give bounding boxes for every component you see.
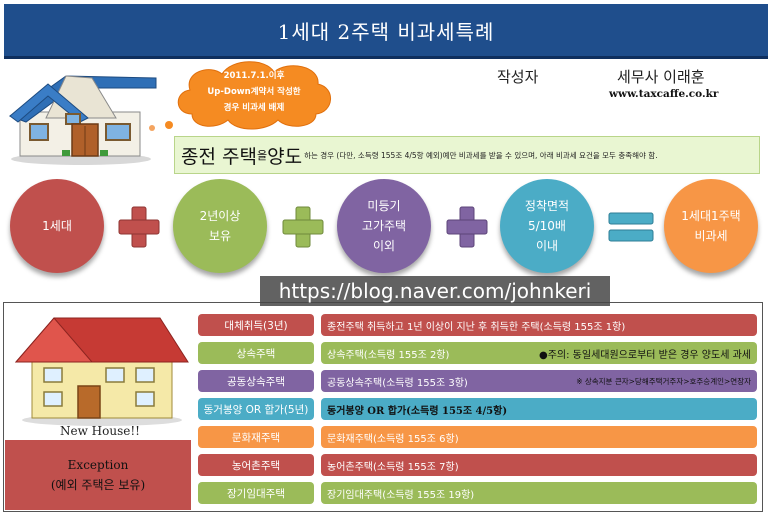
row-description: 종전주택 취득하고 1년 이상이 지난 후 취득한 주택(소득령 155조 1항… — [321, 314, 757, 336]
cloud-line-1: 2011.7.1.이후 — [223, 71, 285, 81]
exception-title: Exception — [67, 457, 129, 472]
row-description: 문화재주택(소득령 155조 6항) — [321, 426, 757, 448]
row-description-text: 농어촌주택(소득령 155조 7항) — [327, 461, 459, 473]
watermark-url: https://blog.naver.com/johnkeri — [260, 276, 610, 306]
row-description-text: 동거봉양 OR 합가(소득령 155조 4/5항) — [327, 405, 508, 417]
lead-big-1: 종전 주택 — [181, 145, 257, 168]
lead-big-2: 양도 — [267, 145, 303, 168]
cloud-note: 2011.7.1.이후 Up-Down계약서 작성한 경우 비과세 배제 — [178, 68, 330, 116]
cloud-line-2: Up-Down계약서 작성한 — [207, 87, 301, 97]
author-name: 세무사 이래훈 — [617, 68, 705, 86]
lead-mid-1: 을 — [256, 149, 268, 162]
row-description: 공동상속주택(소득령 155조 3항) ※ 상속지분 큰자>당해주택거주자>호주승… — [321, 370, 757, 392]
row-description: 장기임대주택(소득령 155조 19항) — [321, 482, 757, 504]
exception-box: Exception (예외 주택은 보유) — [5, 440, 191, 510]
lead-small: 하는 경우 (다만, 소득령 155조 4/5항 예외)예만 비과세를 받을 수… — [304, 150, 658, 160]
author-label: 작성자 — [497, 68, 539, 86]
row-category: 문화재주택 — [198, 426, 314, 448]
row-description: 동거봉양 OR 합가(소득령 155조 4/5항) — [321, 398, 757, 420]
row-description-text: 상속주택(소득령 155조 2항) — [327, 349, 450, 361]
new-house-label: New House!! — [59, 424, 140, 438]
circle-3: 미등기 고가주택 이외 — [337, 179, 431, 273]
plus-icon — [282, 206, 324, 248]
house-illustration — [8, 75, 157, 165]
circle-1: 1세대 — [10, 179, 104, 273]
row-description: 농어촌주택(소득령 155조 7항) — [321, 454, 757, 476]
row-note: ※ 상속지분 큰자>당해주택거주자>호주승계인>연장자 — [576, 376, 751, 386]
page-title: 1세대 2주택 비과세특례 — [4, 4, 768, 59]
circle-4: 정착면적 5/10배 이내 — [500, 179, 594, 273]
row-category: 상속주택 — [198, 342, 314, 364]
plus-icon — [446, 206, 488, 248]
row-description-text: 공동상속주택(소득령 155조 3항) — [327, 377, 468, 389]
author-site: www.taxcaffe.co.kr — [609, 88, 719, 100]
cloud-tail-dot — [165, 121, 173, 129]
cloud-shape — [177, 61, 331, 130]
row-category: 장기임대주택 — [198, 482, 314, 504]
row-description: 상속주택(소득령 155조 2항) ●주의: 동일세대원으로부터 받은 경우 양도… — [321, 342, 757, 364]
row-category: 동거봉양 OR 합가(5년) — [198, 398, 314, 420]
row-category: 대체취득(3년) — [198, 314, 314, 336]
new-house-illustration — [14, 317, 189, 426]
circle-2: 2년이상 보유 — [173, 179, 267, 273]
row-note: ●주의: 동일세대원으로부터 받은 경우 양도세 과세 — [539, 349, 751, 361]
row-description-text: 문화재주택(소득령 155조 6항) — [327, 433, 459, 445]
circle-5: 1세대1주택 비과세 — [664, 179, 758, 273]
equals-icon — [608, 212, 654, 242]
row-category: 농어촌주택 — [198, 454, 314, 476]
exception-subtitle: (예외 주택은 보유) — [50, 477, 146, 492]
plus-icon — [118, 206, 160, 248]
cloud-line-3: 경우 비과세 배제 — [223, 103, 285, 113]
row-category: 공동상속주택 — [198, 370, 314, 392]
lead-box: 종전 주택 을 양도 하는 경우 (다만, 소득령 155조 4/5항 예외)예… — [174, 136, 760, 174]
row-description-text: 종전주택 취득하고 1년 이상이 지난 후 취득한 주택(소득령 155조 1항… — [327, 321, 626, 333]
row-description-text: 장기임대주택(소득령 155조 19항) — [327, 489, 475, 501]
